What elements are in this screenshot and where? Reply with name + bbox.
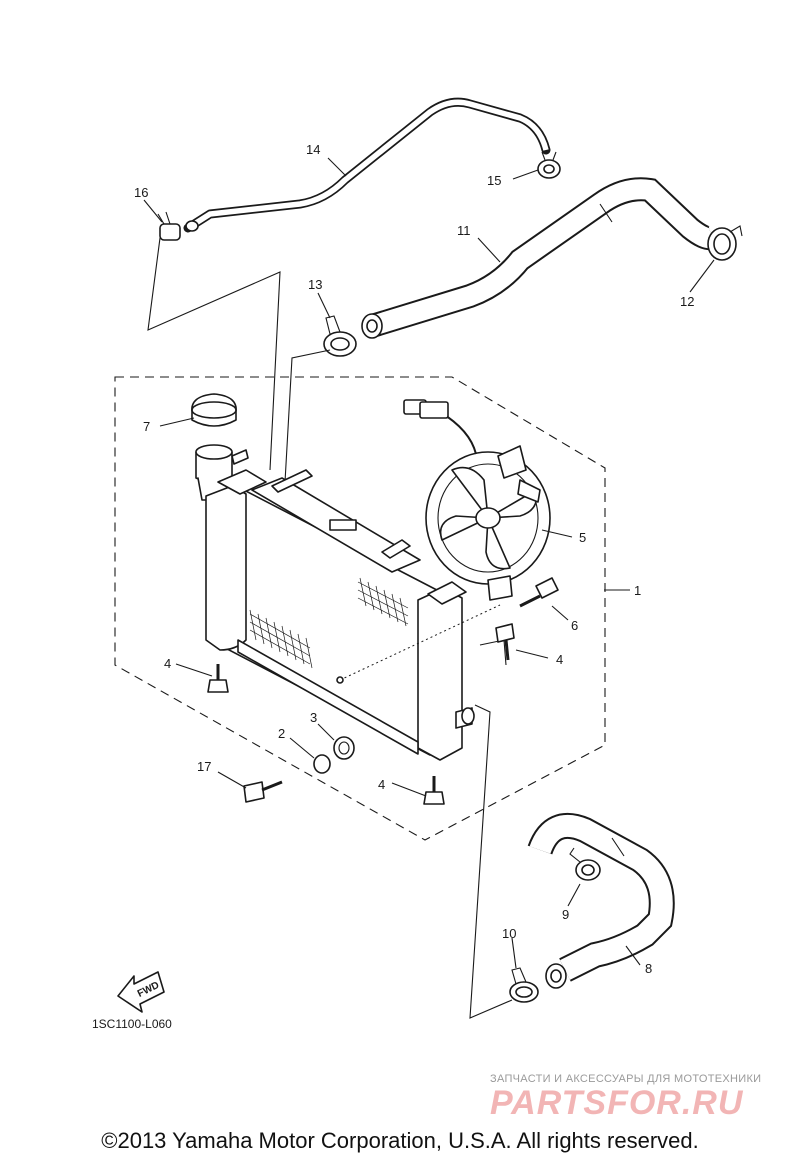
hose-clamp-16 — [157, 211, 181, 241]
bolt-4-right — [423, 776, 445, 805]
bolt-17 — [243, 780, 283, 803]
breather-hose — [183, 97, 551, 233]
callout-9: 9 — [562, 907, 569, 922]
callout-10: 10 — [502, 926, 516, 941]
copyright-notice: ©2013 Yamaha Motor Corporation, U.S.A. A… — [101, 1128, 699, 1153]
lower-radiator-hose — [527, 813, 675, 989]
diagram-code: 1SC1100-L060 — [92, 1017, 172, 1031]
callout-15: 15 — [487, 173, 501, 188]
hose-clamp-9 — [569, 847, 601, 881]
callout-11: 11 — [457, 223, 471, 238]
callout-17: 17 — [197, 759, 211, 774]
callout-14: 14 — [306, 142, 320, 157]
routing-line-16 — [147, 237, 281, 471]
callout-6: 6 — [571, 618, 578, 633]
hose-clamp-13 — [323, 315, 357, 357]
watermark-logo: PARTSFOR.RU — [490, 1084, 744, 1122]
callout-4-left: 4 — [164, 656, 171, 671]
watermark-caption: ЗАПЧАСТИ И АКСЕССУАРЫ ДЛЯ МОТОТЕХНИКИ — [490, 1073, 762, 1085]
routing-line-13 — [284, 349, 331, 483]
cooling-fan — [425, 445, 551, 601]
collar-2 — [313, 754, 331, 774]
assembly-boundary — [114, 376, 606, 841]
callout-4-fan: 4 — [556, 652, 563, 667]
callout-12: 12 — [680, 294, 694, 309]
fan-bracket-line — [479, 639, 507, 666]
callout-labels: 16 14 15 11 12 13 7 5 1 6 4 4 3 2 17 4 9… — [134, 142, 694, 976]
hose-clamp-10 — [509, 967, 539, 1003]
fwd-arrow-icon: FWD — [117, 971, 165, 1013]
callout-7: 7 — [143, 419, 150, 434]
radiator-cap — [191, 393, 237, 427]
fan-connector — [403, 399, 477, 455]
bolt-4-fan — [495, 623, 515, 661]
callout-8: 8 — [645, 961, 652, 976]
bolt-6 — [519, 577, 559, 608]
callout-2: 2 — [278, 726, 285, 741]
callout-13: 13 — [308, 277, 322, 292]
callout-5: 5 — [579, 530, 586, 545]
radiator-core — [205, 469, 501, 761]
callout-1: 1 — [634, 583, 641, 598]
grommet-3 — [333, 736, 355, 760]
callout-4-right: 4 — [378, 777, 385, 792]
callout-3: 3 — [310, 710, 317, 725]
bolt-4-left — [207, 664, 229, 693]
hose-clamp-15 — [537, 151, 561, 179]
routing-line-10 — [469, 704, 513, 1019]
leader-lines — [143, 157, 715, 969]
upper-radiator-hose — [361, 177, 716, 339]
callout-16: 16 — [134, 185, 148, 200]
hose-clamp-12 — [707, 225, 743, 261]
filler-neck — [195, 444, 249, 501]
